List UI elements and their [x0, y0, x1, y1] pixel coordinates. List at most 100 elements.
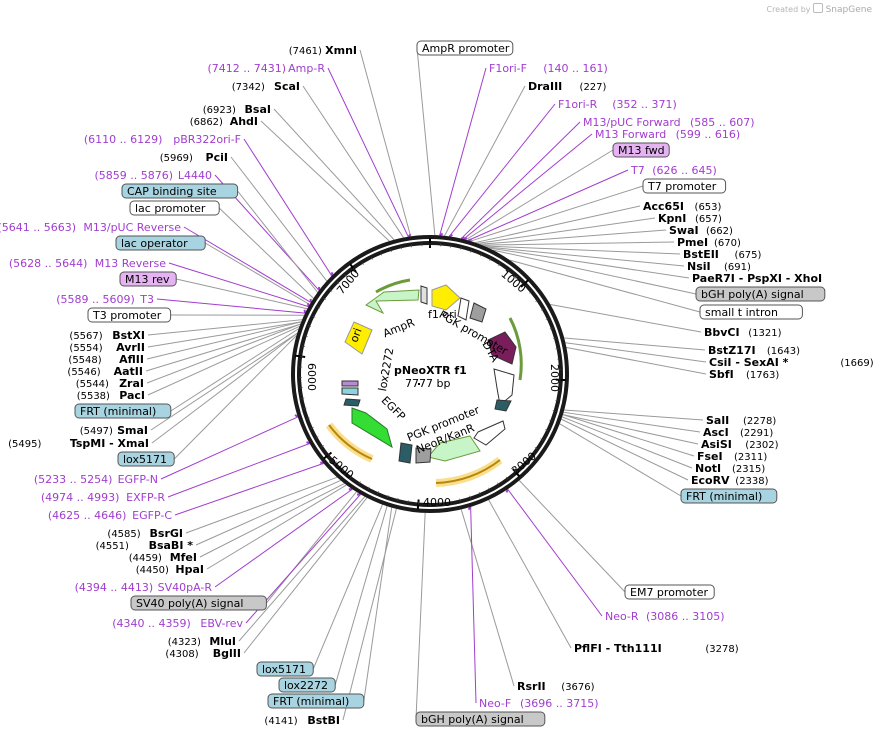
label-zrai[interactable]: ZraI(5544)	[76, 377, 144, 390]
label-paer7i[interactable]: PaeR7I - PspXI - XhoI(694)	[692, 272, 882, 285]
leader-aatii	[145, 323, 301, 372]
label-frt-minimal-right[interactable]: FRT (minimal)	[680, 488, 778, 504]
label-sv40-polya[interactable]: SV40 poly(A) signal	[130, 595, 267, 611]
label-nsii[interactable]: NsiI(691)	[687, 260, 751, 273]
label-bsabi[interactable]: BsaBI *(4551)	[96, 539, 194, 552]
label-mfei[interactable]: MfeI(4459)	[129, 551, 197, 564]
label-m13-forward[interactable]: M13 Forward(599 .. 616)	[595, 128, 740, 141]
ruler-minor-tick	[397, 497, 399, 501]
label-asci[interactable]: AscI(2291)	[703, 426, 773, 439]
label-pmei[interactable]: PmeI(670)	[677, 236, 741, 249]
label-m13-rev[interactable]: M13 rev	[119, 271, 177, 287]
label-bstz17i[interactable]: BstZ17I(1643)	[708, 344, 800, 357]
leader-t3-primer	[156, 298, 306, 314]
label-lac-promoter[interactable]: lac promoter	[129, 200, 220, 216]
label-frt-minimal-bottom[interactable]: FRT (minimal)	[267, 693, 365, 709]
label-hpai[interactable]: HpaI(4450)	[136, 563, 204, 576]
label-draiii[interactable]: DraIII(227)	[528, 80, 607, 93]
label-bstxi[interactable]: BstXI(5567)	[69, 329, 145, 342]
label-bgh-polya-right[interactable]: bGH poly(A) signal	[695, 286, 826, 302]
label-em7-promoter[interactable]: EM7 promoter	[624, 584, 715, 600]
label-smai[interactable]: SmaI(5497)	[80, 424, 148, 437]
label-name: EcoRV	[691, 474, 730, 487]
label-swai[interactable]: SwaI(662)	[669, 224, 733, 237]
label-name: Amp-R	[288, 62, 325, 75]
ruler-minor-tick	[521, 463, 525, 466]
label-ebv-rev[interactable]: EBV-rev(4340 .. 4359)	[112, 617, 243, 630]
label-pbr322ori-f[interactable]: pBR322ori-F(6110 .. 6129)	[84, 133, 241, 146]
label-pflfi[interactable]: PflFI - Tth111I(3278)	[574, 642, 739, 655]
label-t7-promoter[interactable]: T7 promoter	[642, 178, 727, 194]
label-bsteii[interactable]: BstEII(675)	[683, 248, 762, 261]
label-aatii[interactable]: AatII(5546)	[67, 365, 143, 378]
label-f1ori-r[interactable]: F1ori-R(352 .. 371)	[558, 98, 677, 111]
label-name: EGFP-N	[118, 473, 158, 486]
label-lox5171-bottom[interactable]: lox5171	[256, 661, 314, 677]
label-rsrii[interactable]: RsrII(3676)	[517, 680, 595, 693]
label-text: bGH poly(A) signal	[421, 713, 524, 726]
label-asisi[interactable]: AsiSI(2302)	[701, 438, 779, 451]
label-csii[interactable]: CsiI - SexAI *(1669)	[709, 356, 874, 369]
label-cap-binding-site[interactable]: CAP binding site	[121, 183, 239, 199]
label-fsei[interactable]: FseI(2311)	[697, 450, 767, 463]
label-bsrgi[interactable]: BsrGI(4585)	[107, 527, 183, 540]
label-t3-primer[interactable]: T3(5589 .. 5609)	[56, 293, 154, 306]
label-sali[interactable]: SalI(2278)	[706, 414, 776, 427]
label-neo-r[interactable]: Neo-R(3086 .. 3105)	[605, 610, 725, 623]
label-sbfi[interactable]: SbfI(1763)	[709, 368, 779, 381]
leader-pcii	[230, 156, 328, 282]
label-acc65i[interactable]: Acc65I(653)	[643, 200, 722, 213]
label-name: Neo-F	[479, 697, 511, 710]
label-ampr-primer[interactable]: Amp-R(7412 .. 7431)	[207, 62, 325, 75]
label-egfp-n[interactable]: EGFP-N(5233 .. 5254)	[34, 473, 158, 486]
label-frt-minimal-left[interactable]: FRT (minimal)	[74, 403, 172, 419]
label-t7-primer[interactable]: T7(626 .. 645)	[630, 164, 717, 177]
label-kpni[interactable]: KpnI(657)	[658, 212, 722, 225]
label-bbvci[interactable]: BbvCI(1321)	[704, 326, 782, 339]
label-lox5171-left[interactable]: lox5171	[117, 451, 175, 467]
label-l4440[interactable]: L4440(5859 .. 5876)	[94, 169, 212, 182]
primer-site-neo-f	[467, 506, 472, 511]
leader-rsrii	[460, 509, 515, 687]
label-name: BsrGI	[150, 527, 183, 540]
label-lac-operator[interactable]: lac operator	[115, 235, 206, 251]
label-pcii[interactable]: PciI(5969)	[160, 151, 228, 164]
label-sv40pa-r[interactable]: SV40pA-R(4394 .. 4413)	[75, 581, 213, 594]
label-lox2272-bottom[interactable]: lox2272	[278, 677, 336, 693]
label-ampr-promoter[interactable]: AmpR promoter	[416, 40, 514, 56]
label-neo-f[interactable]: Neo-F(3696 .. 3715)	[479, 697, 599, 710]
label-xmni[interactable]: XmnI(7461)	[289, 44, 357, 57]
label-m13-reverse[interactable]: M13 Reverse(5628 .. 5644)	[9, 257, 166, 270]
label-pos: (5538)	[77, 391, 110, 402]
label-mlui[interactable]: MluI(4323)	[168, 635, 236, 648]
label-m13-puc-reverse[interactable]: M13/pUC Reverse(5641 .. 5663)	[0, 221, 181, 234]
label-t3-promoter[interactable]: T3 promoter	[87, 307, 172, 323]
label-f1ori-f[interactable]: F1ori-F(140 .. 161)	[489, 62, 608, 75]
label-ahdi[interactable]: AhdI(6862)	[190, 115, 258, 128]
label-m13-fwd[interactable]: M13 fwd	[612, 142, 670, 158]
label-tspmi[interactable]: TspMI - XmaI(5495)	[8, 437, 149, 450]
label-avrii[interactable]: AvrII(5554)	[69, 341, 145, 354]
primer-site-t7-primer	[467, 238, 472, 242]
label-bglii[interactable]: BglII(4308)	[165, 647, 241, 660]
label-paci[interactable]: PacI(5538)	[77, 389, 145, 402]
primer-site-m13-forward	[463, 236, 468, 241]
label-small-t-intron[interactable]: small t intron	[699, 304, 803, 320]
label-bstbi[interactable]: BstBI(4141)	[264, 714, 340, 727]
label-pos: (675)	[735, 250, 762, 261]
label-noti[interactable]: NotI(2315)	[695, 462, 765, 475]
label-bsai[interactable]: BsaI(6923)	[203, 103, 271, 116]
label-egfp-c[interactable]: EGFP-C(4625 .. 4646)	[48, 509, 172, 522]
leader-noti	[562, 416, 693, 469]
label-pos: (1321)	[748, 328, 781, 339]
label-m13-puc-forward[interactable]: M13/pUC Forward(585 .. 607)	[583, 116, 755, 129]
label-exfp-r[interactable]: EXFP-R(4974 .. 4993)	[41, 491, 166, 504]
label-ecorv[interactable]: EcoRV(2338)	[691, 474, 769, 487]
label-name: PaeR7I - PspXI - XhoI	[692, 272, 822, 285]
label-scai[interactable]: ScaI(7342)	[232, 80, 300, 93]
label-aflii[interactable]: AflII(5548)	[68, 353, 144, 366]
label-name: SV40pA-R	[158, 581, 213, 594]
ruler-minor-tick	[506, 269, 510, 272]
label-bgh-polya-bottom[interactable]: bGH poly(A) signal	[415, 711, 546, 727]
label-text: M13 fwd	[618, 144, 665, 157]
